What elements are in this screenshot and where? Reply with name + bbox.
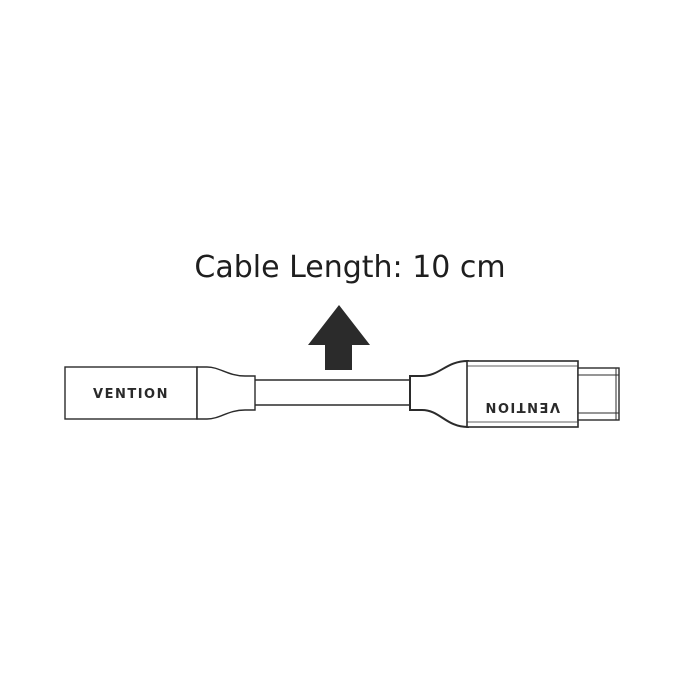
left-brand-label: VENTION (93, 387, 169, 402)
cable-length-label: Cable Length: 10 cm (194, 250, 506, 285)
right-connector: VENTION (409, 359, 620, 429)
cable (253, 379, 412, 406)
cable-length-caption: Cable Length: 10 cm (0, 250, 700, 285)
right-brand-label: VENTION (484, 399, 560, 414)
arrow-up-icon (308, 305, 370, 370)
left-connector: VENTION (64, 366, 256, 420)
